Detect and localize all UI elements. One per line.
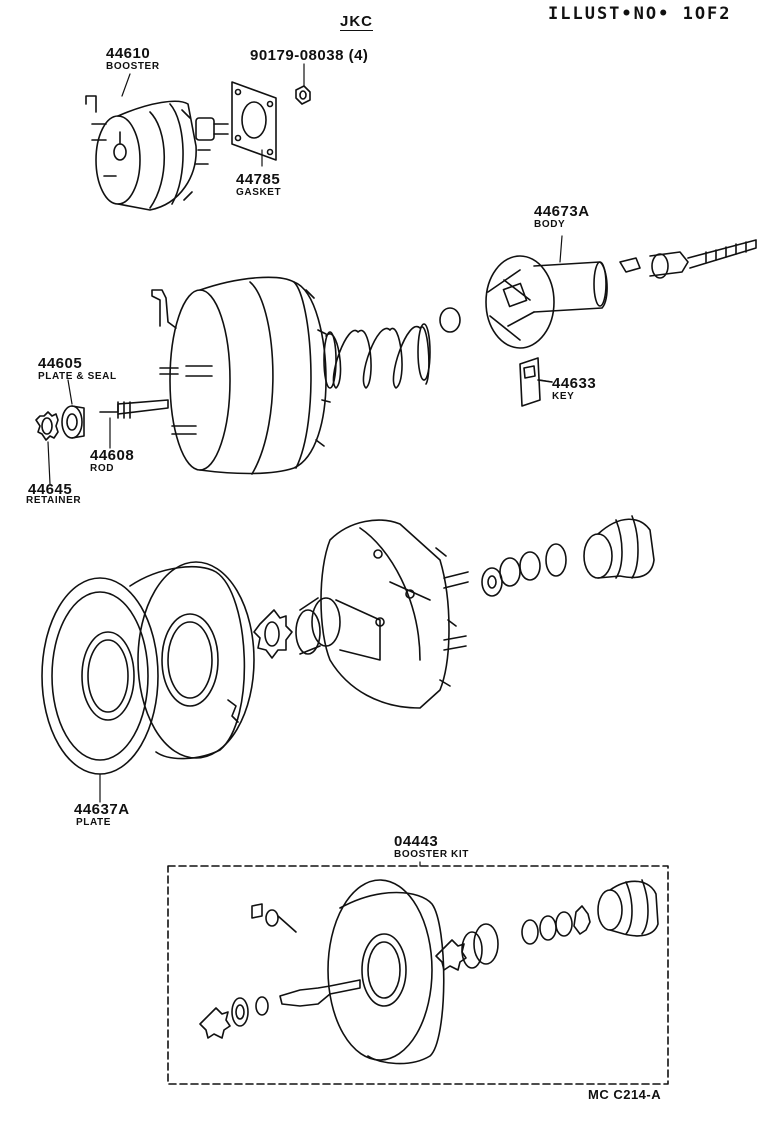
booster-shell-front (99, 276, 331, 475)
part-number-retainer: 44645 (28, 481, 73, 498)
part-number-rod: 44608 (90, 447, 135, 464)
illustration-number: ILLUST•NO• 1OF2 (548, 4, 732, 24)
part-name-body: BODY (534, 219, 566, 230)
model-code: JKC (340, 13, 374, 31)
part-name-booster: BOOSTER (106, 61, 160, 72)
kit-small-parts (199, 879, 659, 1039)
rear-shell (320, 519, 469, 709)
part-name-retainer: RETAINER (26, 495, 82, 506)
part-number-gasket: 44785 (236, 171, 281, 188)
part-name-rod: ROD (90, 463, 115, 474)
part-number-plate-seal: 44605 (38, 355, 83, 372)
bushing-set (481, 543, 567, 597)
gasket-small (231, 81, 277, 161)
part-name-booster-kit: BOOSTER KIT (394, 849, 469, 860)
part-number-key: 44633 (552, 375, 597, 392)
part-name-key: KEY (552, 391, 575, 402)
kit-front-plate (327, 879, 445, 1065)
plate-44637a (41, 577, 159, 775)
part-number-booster-kit: 04443 (394, 833, 439, 850)
booster-kit-frame (167, 865, 669, 1085)
diagram-code: MC C214-A (588, 1087, 662, 1102)
front-plate (129, 561, 255, 760)
valve-body (485, 255, 608, 349)
part-number-booster: 44610 (106, 45, 151, 62)
return-spring (323, 323, 431, 389)
part-number-plate: 44637A (74, 801, 130, 818)
part-name-gasket: GASKET (236, 187, 282, 198)
booster-assembly-small (85, 95, 229, 211)
part-number-body: 44673A (534, 203, 590, 220)
reaction-disc (439, 307, 461, 333)
valve-operating-rod (619, 239, 757, 279)
part-number-nut: 90179-08038 (4) (250, 47, 369, 64)
part-name-plate-seal: PLATE & SEAL (38, 371, 117, 382)
boot-upper (583, 515, 655, 579)
part-name-plate: PLATE (76, 817, 112, 828)
retainer-star (253, 609, 293, 659)
retainer-ring (35, 411, 59, 441)
plate-and-seal (61, 405, 85, 439)
leader-lines (47, 63, 563, 867)
seal-rings (295, 597, 341, 655)
valve-key (519, 357, 553, 407)
nut-small (295, 85, 311, 105)
